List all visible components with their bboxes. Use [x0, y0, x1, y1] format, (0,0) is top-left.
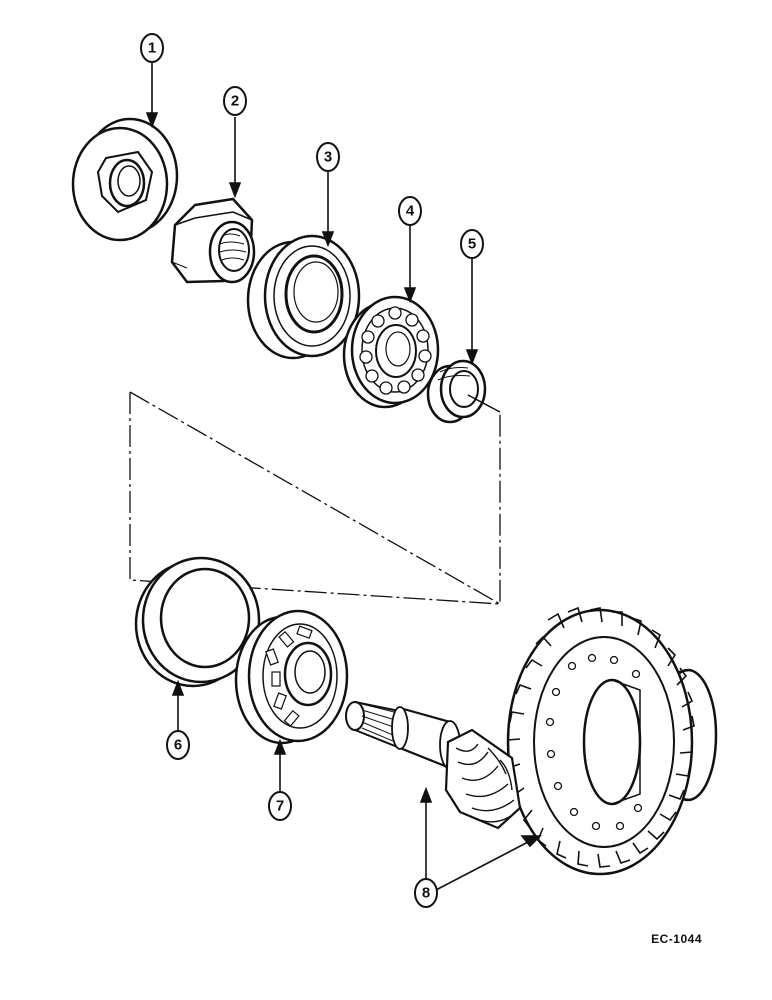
callout-8-label: 8	[422, 885, 430, 902]
callout-leaders	[145, 63, 542, 891]
assembly-centerline-diagonal	[129, 391, 501, 605]
part-4-ball-bearing	[342, 295, 440, 409]
callout-3-label: 3	[324, 149, 332, 166]
callout-2-label: 2	[231, 93, 239, 110]
part-8-ring-gear	[506, 606, 718, 876]
reference-code: EC-1044	[651, 932, 702, 946]
part-6-shim	[134, 556, 261, 688]
part-5-spacer	[426, 359, 487, 424]
assembly-centerline-stub	[467, 394, 501, 413]
callout-1: 1	[140, 33, 164, 63]
callout-7-label: 7	[276, 798, 284, 815]
callout-4: 4	[398, 196, 422, 226]
callout-1-label: 1	[148, 40, 156, 57]
callout-6-label: 6	[174, 737, 182, 754]
callout-6: 6	[166, 730, 190, 760]
callout-7: 7	[268, 791, 292, 821]
callout-5: 5	[460, 229, 484, 259]
part-1-lock-washer	[71, 117, 179, 242]
part-8-pinion-shaft	[345, 701, 522, 830]
pinion-teeth	[455, 743, 517, 823]
part-7-roller-bearing	[234, 609, 349, 745]
bearing-rollers	[265, 625, 313, 727]
bearing-balls	[359, 306, 432, 395]
callout-4-label: 4	[406, 203, 415, 220]
part-2-hex-nut	[170, 197, 256, 284]
part-3-seal	[246, 234, 361, 360]
callout-5-label: 5	[468, 236, 476, 253]
bolt-holes	[545, 653, 643, 831]
callout-8: 8	[414, 878, 438, 908]
callout-2: 2	[223, 86, 247, 116]
gear-teeth	[507, 606, 695, 868]
callout-3: 3	[316, 142, 340, 172]
